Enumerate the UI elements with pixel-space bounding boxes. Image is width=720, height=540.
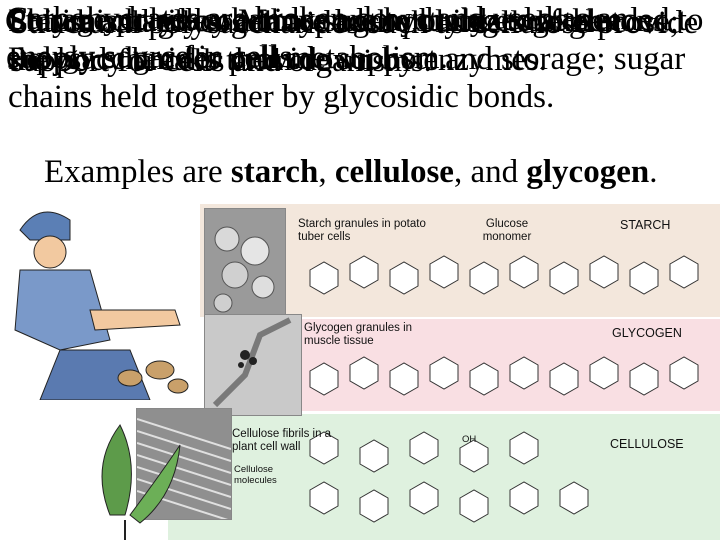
- title-text-layer-4: Storage polysaccharides are hydrolyzed a…: [7, 2, 704, 76]
- cellulose-panel: [168, 414, 720, 540]
- examples-sep: ,: [318, 154, 327, 190]
- glycogen-granules-label: Glycogen granules in muscle tissue: [304, 322, 413, 347]
- examples-and: , and: [453, 154, 519, 190]
- examples-prefix: Examples are: [44, 154, 223, 190]
- starch-panel: [200, 204, 720, 317]
- starch-micrograph: [204, 208, 286, 320]
- cellulose-fibrils-label: Cellulose fibrils in a plant cell wall: [232, 428, 332, 453]
- glycogen-chain-diagram: [309, 356, 699, 396]
- examples-line: Examples are starch, cellulose, and glyc…: [44, 154, 657, 191]
- title-text-layer-3: Structural polysaccharides such as cellu…: [10, 5, 699, 79]
- title-text-layer-2: Carbohydrates are broken down and used a…: [6, 1, 629, 75]
- cellulose-molecules-label: Cellulose molecules: [234, 464, 277, 486]
- title-text-layer-5: Starch and glycogen are both polymers of…: [9, 4, 679, 78]
- starch-granules-label: Starch granules in potato tuber cells: [298, 218, 426, 243]
- farmer-illustration: [14, 211, 189, 400]
- examples-end: .: [649, 154, 658, 190]
- example-starch: starch: [230, 154, 319, 190]
- example-cellulose: cellulose: [334, 154, 454, 190]
- example-glycogen: glycogen: [526, 154, 650, 190]
- oh-label: OH: [462, 434, 477, 445]
- glucose-monomer-label: Glucose monomer: [482, 218, 532, 243]
- plant-illustration: [101, 424, 181, 540]
- cellulose-chain-diagram: [309, 431, 589, 523]
- starch-chain-diagram: [309, 255, 699, 295]
- starch-title: STARCH: [620, 218, 671, 232]
- title-text-layer-1: Polysaccharides: Many sugars strung toge…: [8, 3, 686, 115]
- cellulose-title: CELLULOSE: [610, 437, 684, 451]
- glycogen-title: GLYCOGEN: [612, 326, 682, 340]
- glycogen-micrograph: [204, 314, 302, 416]
- title-text-layer-6: Chitin is used by arthropods to build ex…: [5, 3, 675, 39]
